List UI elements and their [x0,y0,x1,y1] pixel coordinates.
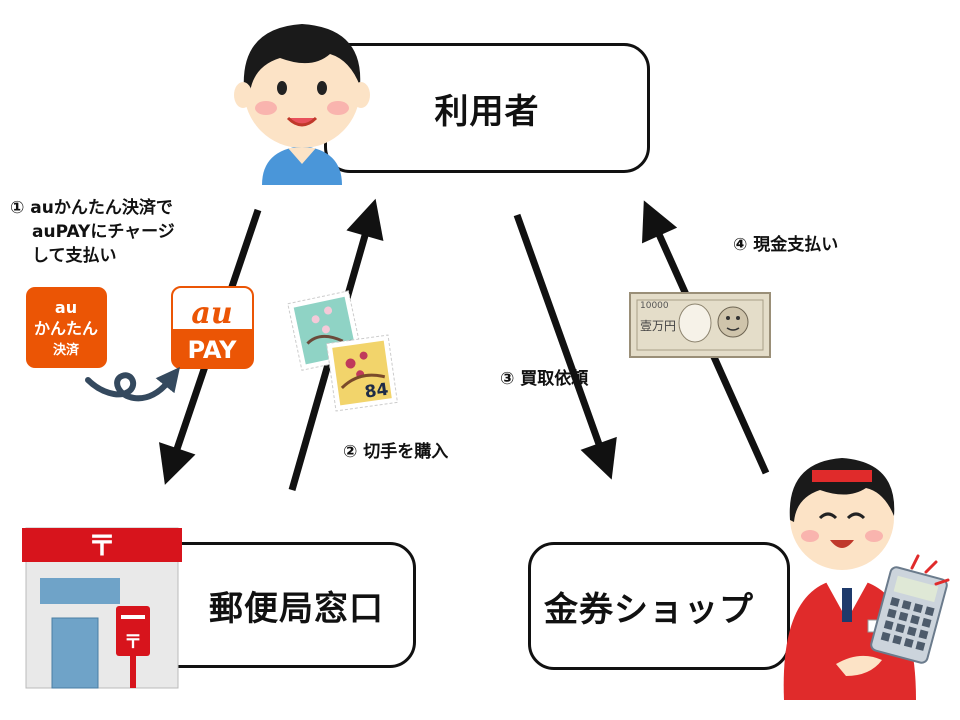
au-kantan-line2: かんたん [34,319,98,338]
au-pay-logo: au PAY [171,286,254,369]
step-4-label: ④ 現金支払い [733,235,839,255]
node-user: 利用者 [324,43,650,173]
banknote-icon: 10000 壹万円 [629,292,771,358]
node-ticket-shop: 金券ショップ [528,542,790,670]
au-kantan-kessai-logo: au かんたん 決済 [26,287,107,368]
banknote-denomination: 10000 [640,301,669,311]
stamp-value-2: 84 [363,380,389,403]
node-ticket-shop-label: 金券ショップ [544,589,754,630]
step-2-label: ② 切手を購入 [343,442,449,462]
step-3-label: ③ 買取依頼 [500,369,589,389]
node-post-office: 郵便局窓口 [147,542,416,668]
au-pay-mark: au [191,296,232,331]
step-1-label: ① auかんたん決済で auPAYにチャージ して支払い [10,196,210,268]
node-user-label: 利用者 [434,91,540,132]
au-kantan-line1: au [55,298,77,317]
step-1-line-2: auPAYにチャージ [32,222,175,242]
arrow-step3 [513,213,617,480]
step-1-line-3: して支払い [32,246,117,266]
au-kantan-line3: 決済 [53,342,80,358]
node-post-office-label: 郵便局窓口 [209,588,384,629]
banknote-text: 壹万円 [640,319,676,333]
step-1-line-1: ① auかんたん決済で [10,198,173,218]
stamp-icon-2: 84 [326,334,398,412]
swirl-arrow-icon [85,367,180,402]
au-pay-label: PAY [187,336,237,364]
